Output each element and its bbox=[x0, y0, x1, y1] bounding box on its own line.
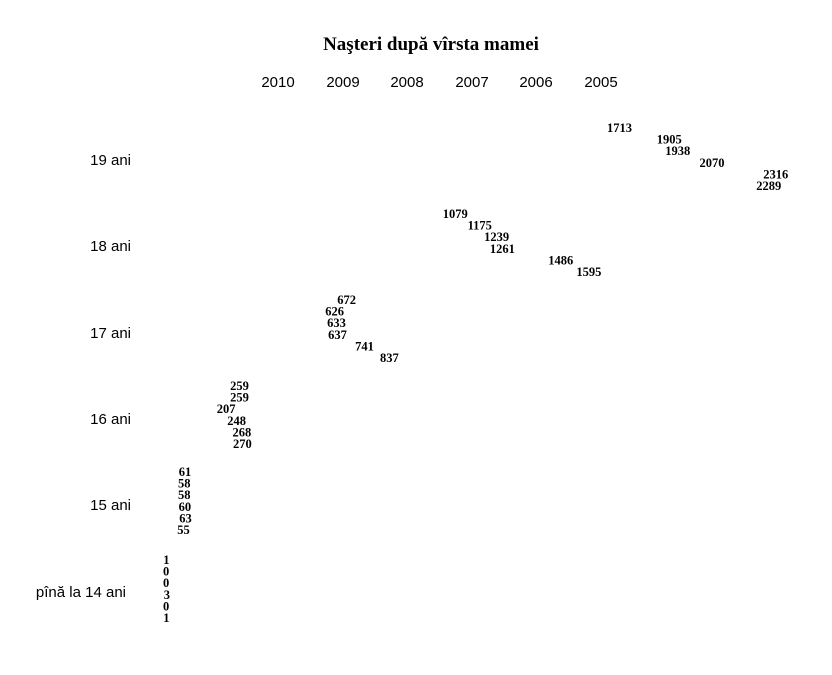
data-label: 1079 bbox=[443, 207, 468, 221]
data-label: 63 bbox=[179, 511, 192, 525]
data-label: 270 bbox=[233, 437, 252, 451]
category-label: pînă la 14 ani bbox=[36, 584, 126, 601]
category-label: 15 ani bbox=[90, 497, 131, 514]
year-axis: 2010 2009 2008 2007 2006 2005 bbox=[261, 74, 617, 91]
data-label: 637 bbox=[328, 328, 347, 342]
data-label: 3 bbox=[164, 588, 170, 602]
data-label: 1239 bbox=[484, 230, 509, 244]
data-label: 1 bbox=[163, 553, 169, 567]
data-label: 259 bbox=[230, 379, 249, 393]
year-label: 2005 bbox=[584, 74, 617, 91]
category-label: 18 ani bbox=[90, 238, 131, 255]
data-label: 1713 bbox=[607, 121, 632, 135]
year-label: 2009 bbox=[326, 74, 359, 91]
data-label: 0 bbox=[163, 576, 169, 590]
chart-title: Naşteri după vîrsta mamei bbox=[323, 34, 539, 55]
data-label: 672 bbox=[337, 293, 356, 307]
category-label: 19 ani bbox=[90, 152, 131, 169]
data-label: 1486 bbox=[548, 253, 573, 267]
data-label: 0 bbox=[163, 565, 169, 579]
data-label: 1175 bbox=[468, 219, 492, 233]
data-label: 248 bbox=[227, 414, 246, 428]
data-label: 259 bbox=[230, 391, 249, 405]
data-label: 837 bbox=[380, 351, 399, 365]
data-label: 61 bbox=[179, 465, 192, 479]
data-label: 1595 bbox=[576, 265, 601, 279]
data-label: 2289 bbox=[756, 179, 781, 193]
data-label: 60 bbox=[179, 500, 192, 514]
category-label: 17 ani bbox=[90, 325, 131, 342]
data-label: 2316 bbox=[763, 167, 788, 181]
data-label: 1938 bbox=[665, 144, 690, 158]
year-label: 2008 bbox=[390, 74, 423, 91]
data-label: 55 bbox=[177, 523, 190, 537]
year-label: 2006 bbox=[519, 74, 552, 91]
category-axis: 19 ani 18 ani 17 ani 16 ani 15 ani pînă … bbox=[36, 152, 131, 601]
data-label: 0 bbox=[163, 599, 169, 613]
year-label: 2010 bbox=[261, 74, 294, 91]
data-label: 207 bbox=[217, 402, 236, 416]
data-label: 58 bbox=[178, 488, 191, 502]
category-label: 16 ani bbox=[90, 411, 131, 428]
data-labels: 1713190519382070231622891079117512391261… bbox=[163, 121, 788, 625]
data-label: 58 bbox=[178, 477, 191, 491]
data-label: 2070 bbox=[700, 156, 725, 170]
data-label: 1905 bbox=[657, 133, 682, 147]
data-label: 626 bbox=[325, 305, 344, 319]
data-label: 1 bbox=[163, 611, 169, 625]
data-label: 268 bbox=[233, 425, 252, 439]
data-label: 741 bbox=[355, 339, 374, 353]
year-label: 2007 bbox=[455, 74, 488, 91]
data-label: 1261 bbox=[490, 242, 515, 256]
data-label: 633 bbox=[327, 316, 346, 330]
